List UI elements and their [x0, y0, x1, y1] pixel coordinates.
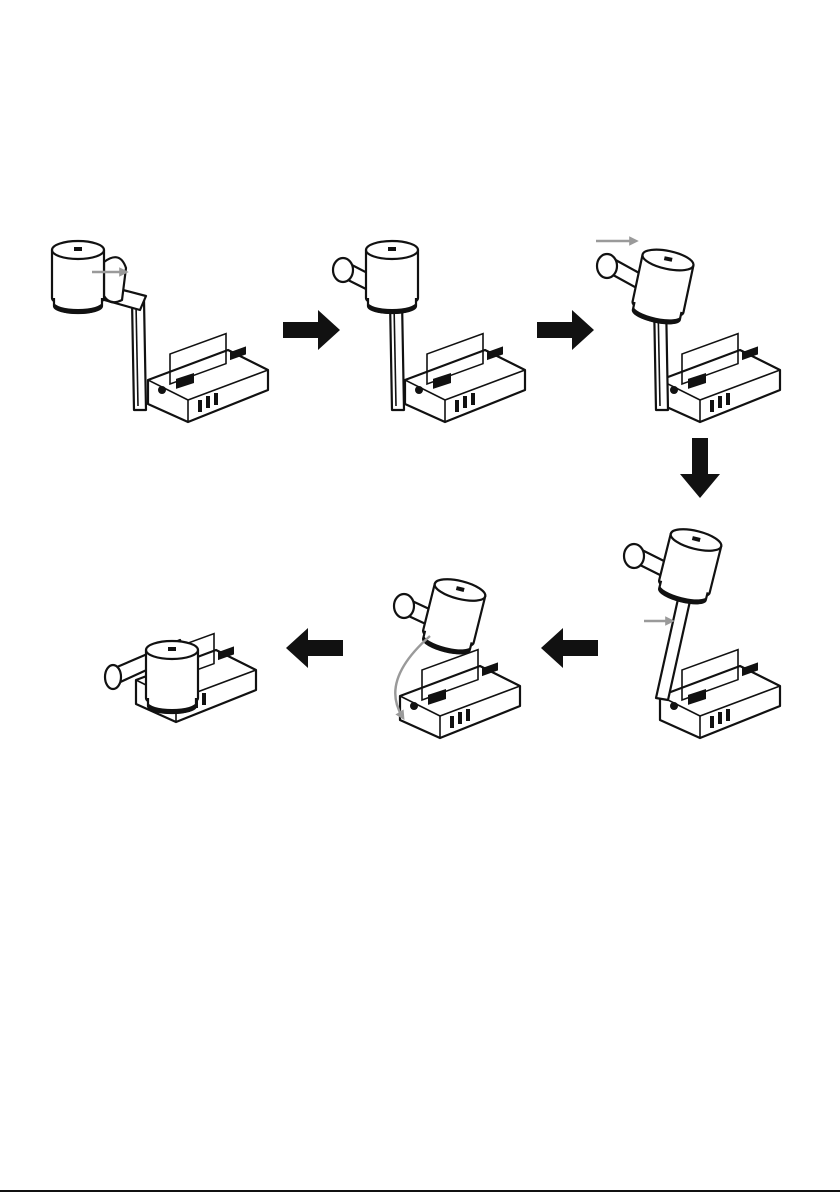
- flow-arrow-left: [286, 628, 343, 668]
- flow-arrow-down: [680, 438, 720, 498]
- step-1-extended-camera: [52, 241, 268, 422]
- step-5-arm-folding: [394, 575, 520, 738]
- flow-arrow-left: [541, 628, 598, 668]
- step-4-arm-lowering: [624, 525, 780, 738]
- step-6-fully-folded: [105, 634, 256, 722]
- flow-arrow-right: [283, 310, 340, 350]
- step-3-head-tilted: [596, 241, 780, 422]
- step-2-head-rotated: [333, 241, 525, 422]
- flow-arrow-right: [537, 310, 594, 350]
